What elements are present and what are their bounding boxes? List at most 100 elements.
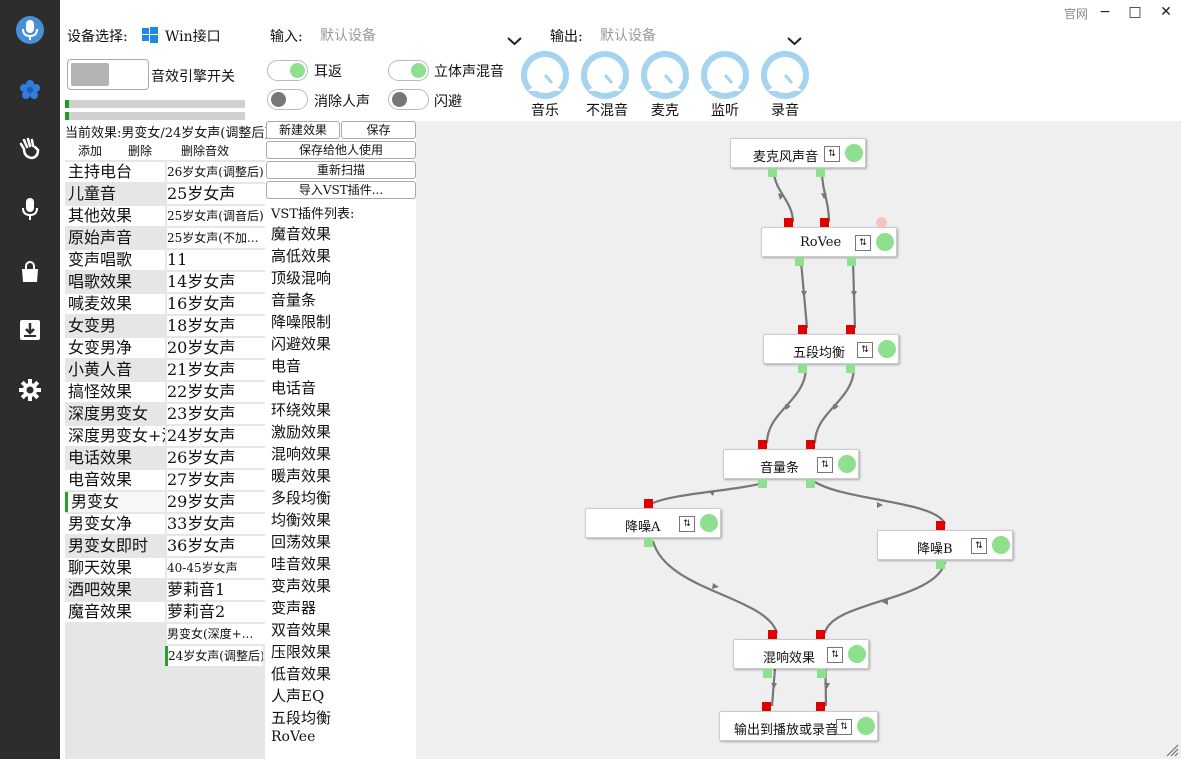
engine-switch[interactable] bbox=[67, 59, 149, 90]
sliders-icon[interactable]: ⇅ bbox=[836, 719, 852, 735]
close-button[interactable]: ✕ bbox=[1160, 4, 1172, 20]
vst-plugin-item[interactable]: 激励效果 bbox=[271, 423, 332, 441]
sliders-icon[interactable]: ⇅ bbox=[857, 342, 873, 358]
device-name[interactable]: Win接口 bbox=[165, 29, 221, 45]
output-port[interactable] bbox=[806, 479, 815, 488]
category-item[interactable]: 男变女 bbox=[65, 492, 165, 512]
preset-item[interactable]: 萝莉音2 bbox=[167, 602, 265, 622]
effect-graph-canvas[interactable]: 麦克风声音⇅RoVee⇅五段均衡⇅音量条⇅降噪A⇅降噪B⇅混响效果⇅输出到播放或… bbox=[416, 121, 1181, 759]
vst-plugin-item[interactable]: 回荡效果 bbox=[271, 533, 332, 551]
output-port[interactable] bbox=[795, 257, 804, 266]
preset-item[interactable]: 21岁女声 bbox=[167, 360, 265, 380]
sliders-icon[interactable]: ⇅ bbox=[824, 146, 840, 162]
chevron-down-icon[interactable] bbox=[787, 31, 802, 50]
vst-plugin-item[interactable]: 电音 bbox=[271, 357, 302, 375]
output-port[interactable] bbox=[847, 257, 856, 266]
output-port[interactable] bbox=[817, 669, 826, 678]
preset-item[interactable]: 23岁女声 bbox=[167, 404, 265, 424]
node-status-indicator[interactable] bbox=[857, 717, 875, 735]
input-port[interactable] bbox=[806, 440, 815, 449]
preset-item[interactable]: 16岁女声 bbox=[167, 294, 265, 314]
output-port[interactable] bbox=[798, 364, 807, 373]
graph-node-mic[interactable]: 麦克风声音⇅ bbox=[730, 138, 866, 168]
node-status-indicator[interactable] bbox=[700, 514, 718, 532]
input-port[interactable] bbox=[758, 440, 767, 449]
node-status-indicator[interactable] bbox=[848, 645, 866, 663]
vst-plugin-item[interactable]: 哇音效果 bbox=[271, 555, 332, 573]
monitor-toggle[interactable] bbox=[267, 60, 308, 81]
output-port[interactable] bbox=[936, 560, 945, 569]
volume-knob[interactable] bbox=[580, 50, 630, 100]
category-item[interactable]: 深度男变女 bbox=[65, 404, 165, 424]
category-item[interactable]: 酒吧效果 bbox=[65, 580, 165, 600]
preset-item[interactable]: 33岁女声 bbox=[167, 514, 265, 534]
volume-knob[interactable] bbox=[520, 50, 570, 100]
input-port[interactable] bbox=[762, 702, 771, 711]
vst-plugin-item[interactable]: 音量条 bbox=[271, 291, 317, 309]
output-port[interactable] bbox=[644, 538, 653, 547]
input-port[interactable] bbox=[798, 325, 807, 334]
node-status-indicator[interactable] bbox=[992, 536, 1010, 554]
rescan-button[interactable]: 重新扫描 bbox=[266, 161, 416, 179]
vst-plugin-item[interactable]: 压限效果 bbox=[271, 643, 332, 661]
category-item[interactable]: 深度男变女+混响 bbox=[65, 426, 165, 446]
stereo-mix-toggle[interactable] bbox=[388, 60, 429, 81]
preset-item[interactable]: 26岁女声 bbox=[167, 448, 265, 468]
vst-plugin-item[interactable]: 五段均衡 bbox=[271, 709, 332, 727]
save-button[interactable]: 保存 bbox=[341, 121, 416, 139]
input-port[interactable] bbox=[816, 630, 825, 639]
download-icon[interactable] bbox=[14, 314, 46, 346]
preset-item[interactable]: 男变女(深度+... bbox=[167, 624, 265, 644]
vst-plugin-item[interactable]: RoVee bbox=[271, 729, 316, 745]
gear-icon[interactable] bbox=[14, 374, 46, 406]
output-port[interactable] bbox=[816, 168, 825, 177]
category-item[interactable]: 男变女即时 bbox=[65, 536, 165, 556]
preset-item[interactable]: 29岁女声 bbox=[167, 492, 265, 512]
node-status-indicator[interactable] bbox=[838, 455, 856, 473]
vst-plugin-item[interactable]: 变声效果 bbox=[271, 577, 332, 595]
output-port[interactable] bbox=[768, 168, 777, 177]
preset-item[interactable]: 25岁女声(调音后) bbox=[167, 206, 265, 226]
category-item[interactable]: 其他效果 bbox=[65, 206, 165, 226]
output-device-select[interactable]: 默认设备 bbox=[600, 28, 656, 44]
input-device-select[interactable]: 默认设备 bbox=[320, 28, 376, 44]
sliders-icon[interactable]: ⇅ bbox=[679, 516, 695, 532]
sliders-icon[interactable]: ⇅ bbox=[855, 235, 871, 251]
category-item[interactable]: 女变男 bbox=[65, 316, 165, 336]
output-port[interactable] bbox=[846, 364, 855, 373]
graph-node-vol[interactable]: 音量条⇅ bbox=[723, 449, 859, 479]
maximize-button[interactable]: □ bbox=[1128, 4, 1142, 20]
volume-knob[interactable] bbox=[640, 50, 690, 100]
save-for-others-button[interactable]: 保存给他人使用 bbox=[266, 141, 416, 159]
vst-plugin-item[interactable]: 暖声效果 bbox=[271, 467, 332, 485]
category-item[interactable]: 电音效果 bbox=[65, 470, 165, 490]
microphone-icon[interactable] bbox=[14, 193, 46, 225]
vst-plugin-item[interactable]: 电话音 bbox=[271, 379, 317, 397]
preset-item[interactable]: 20岁女声 bbox=[167, 338, 265, 358]
vst-plugin-item[interactable]: 高低效果 bbox=[271, 247, 332, 265]
graph-node-nra[interactable]: 降噪A⇅ bbox=[585, 508, 721, 538]
vst-plugin-item[interactable]: 双音效果 bbox=[271, 621, 332, 639]
input-port[interactable] bbox=[936, 521, 945, 530]
preset-item[interactable]: 27岁女声 bbox=[167, 470, 265, 490]
vst-plugin-item[interactable]: 人声EQ bbox=[271, 687, 325, 705]
delete-preset-button[interactable]: 删除 bbox=[128, 144, 153, 158]
preset-item[interactable]: 11 bbox=[167, 250, 265, 270]
volume-knob[interactable] bbox=[700, 50, 750, 100]
official-site-link[interactable]: 官网 bbox=[1064, 7, 1089, 21]
category-item[interactable]: 唱歌效果 bbox=[65, 272, 165, 292]
graph-node-rovee[interactable]: RoVee⇅ bbox=[761, 227, 897, 257]
sliders-icon[interactable]: ⇅ bbox=[971, 538, 987, 554]
input-port[interactable] bbox=[644, 499, 653, 508]
category-item[interactable]: 电话效果 bbox=[65, 448, 165, 468]
preset-item[interactable]: 22岁女声 bbox=[167, 382, 265, 402]
graph-node-out[interactable]: 输出到播放或录音⇅ bbox=[719, 711, 878, 741]
category-item[interactable]: 小黄人音 bbox=[65, 360, 165, 380]
vst-plugin-item[interactable]: 降噪限制 bbox=[271, 313, 332, 331]
input-port[interactable] bbox=[846, 325, 855, 334]
input-port[interactable] bbox=[816, 702, 825, 711]
flower-icon[interactable] bbox=[14, 74, 46, 106]
bag-icon[interactable] bbox=[14, 256, 46, 288]
vst-plugin-item[interactable]: 多段均衡 bbox=[271, 489, 332, 507]
vst-plugin-item[interactable]: 魔音效果 bbox=[271, 225, 332, 243]
